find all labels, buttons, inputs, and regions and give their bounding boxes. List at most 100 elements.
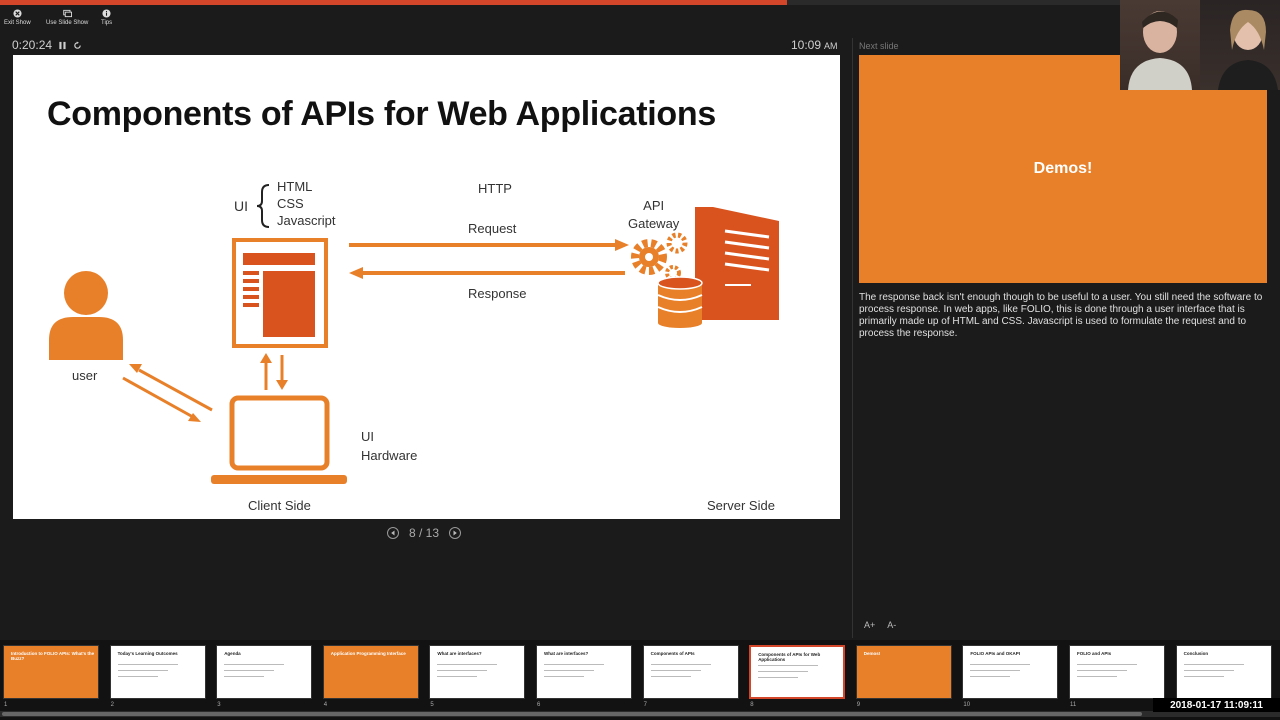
css-label: CSS <box>277 196 304 211</box>
webcam-video <box>1120 0 1280 90</box>
chevron-right-icon <box>453 530 457 536</box>
thumbnail-text-line <box>117 670 168 671</box>
thumbnail-number: 6 <box>537 702 541 708</box>
thumbnail-text-line <box>224 664 285 665</box>
thumbnail-number: 11 <box>1070 702 1077 708</box>
thumbnail-title: Demos! <box>863 651 881 656</box>
thumbnail-text-line <box>758 671 809 672</box>
user-label: user <box>72 368 98 383</box>
presentation-progress-track <box>0 0 1280 5</box>
thumbnail-text-line <box>1183 670 1234 671</box>
thumbnail-title: Conclusion <box>1183 651 1209 656</box>
pause-icon[interactable] <box>58 41 67 50</box>
close-icon <box>13 9 22 18</box>
slide-thumbnail[interactable]: Components of APIs <box>642 645 739 699</box>
thumbnail-text-line <box>970 670 1021 671</box>
elapsed-time: 0:20:24 <box>12 38 53 52</box>
presenter-video-1 <box>1120 0 1200 90</box>
thumbnail-scrollbar-thumb[interactable] <box>2 712 1142 716</box>
restart-icon[interactable] <box>73 41 82 50</box>
next-slide-label: Next slide <box>859 41 899 51</box>
thumbnail-text-line <box>437 676 478 677</box>
presentation-progress-fill <box>0 0 788 5</box>
ui-label: UI <box>234 198 248 214</box>
thumbnail-text-line <box>970 676 1011 677</box>
current-slide[interactable]: Components of APIs for Web Applications <box>13 55 840 519</box>
thumbnail-number: 1 <box>4 702 8 708</box>
info-icon <box>102 9 111 18</box>
request-arrow <box>349 239 629 251</box>
exit-show-button[interactable]: Exit Show <box>4 9 31 26</box>
slide-thumbnail[interactable]: Introduction to FOLIO APIs: What's the B… <box>3 645 99 699</box>
slide-thumbnail[interactable]: Today's Learning Outcomes <box>109 645 206 699</box>
thumbnail-strip <box>0 640 1280 720</box>
increase-font-button[interactable]: A+ <box>864 620 876 630</box>
response-label: Response <box>468 286 527 301</box>
thumbnail-number: 10 <box>963 702 971 708</box>
slide-counter: 8 / 13 <box>409 526 440 540</box>
tips-button[interactable]: Tips <box>101 9 112 26</box>
thumbnail-text-line <box>758 665 819 666</box>
thumbnail-number: 5 <box>430 702 434 708</box>
use-slide-show-button[interactable]: Use Slide Show <box>46 9 88 26</box>
thumbnail-text-line <box>1077 670 1127 671</box>
thumbnail-title: Introduction to FOLIO APIs: What's the B… <box>11 651 95 661</box>
thumbnail-text-line <box>650 664 711 665</box>
javascript-label: Javascript <box>277 213 336 228</box>
thumbnail-text-line <box>117 676 158 677</box>
client-side-label: Client Side <box>248 498 311 513</box>
slide-thumbnail[interactable]: Conclusion <box>1175 645 1272 699</box>
user-laptop-arrows <box>122 364 213 422</box>
api-gateway-label: API Gateway <box>628 198 680 231</box>
decrease-font-button[interactable]: A- <box>887 620 897 630</box>
use-slide-show-label: Use Slide Show <box>46 20 89 26</box>
thumbnail-text-line <box>1183 664 1244 665</box>
web-page-icon <box>232 238 328 348</box>
thumbnail-title: What are interfaces? <box>437 651 482 656</box>
previous-slide-button[interactable] <box>387 527 399 539</box>
font-size-controls: A+ A- <box>864 620 896 630</box>
next-slide-preview[interactable]: Demos! <box>859 55 1267 283</box>
slide-thumbnail[interactable]: What are interfaces? <box>536 645 632 699</box>
thumbnail-text-line <box>544 664 604 665</box>
gear-icon <box>631 232 688 281</box>
slide-thumbnail[interactable]: What are interfaces? <box>429 645 526 699</box>
thumbnail-text-line <box>224 670 275 671</box>
thumbnail-text-line <box>650 670 701 671</box>
thumbnail-number: 7 <box>643 702 647 708</box>
slide-thumbnail[interactable]: Application Programming Interface <box>322 645 419 699</box>
thumbnail-number: 3 <box>217 702 221 708</box>
server-icon <box>695 207 779 320</box>
thumbnail-text-line <box>117 664 178 665</box>
thumbnail-title: FOLIO and APIs <box>1077 651 1112 656</box>
response-arrow <box>349 267 625 279</box>
thumbnail-number: 2 <box>110 702 114 708</box>
slide-thumbnail[interactable]: Agenda <box>216 645 313 699</box>
thumbnail-text-line <box>544 676 584 677</box>
thumbnail-number: 9 <box>856 702 861 708</box>
presenter-silhouette-1 <box>1128 11 1192 90</box>
thumbnail-text-line <box>1077 664 1137 665</box>
thumbnail-title: What are interfaces? <box>544 651 589 656</box>
thumbnail-number: 4 <box>323 702 328 708</box>
thumbnail-number: 8 <box>750 702 754 708</box>
slideshow-icon <box>62 9 72 18</box>
thumbnail-text-line <box>970 664 1031 665</box>
thumbnail-text-line <box>224 676 265 677</box>
thumbnail-title: Today's Learning Outcomes <box>117 651 178 656</box>
thumbnail-text-line <box>437 670 488 671</box>
next-slide-button[interactable] <box>449 527 462 539</box>
thumbnail-text-line <box>437 664 498 665</box>
thumbnail-text-line <box>758 677 799 678</box>
slide-thumbnail[interactable]: Components of APIs for Web Applications <box>749 645 846 699</box>
thumbnail-scrollbar[interactable] <box>0 711 1280 717</box>
slide-thumbnail[interactable]: Demos! <box>855 645 952 699</box>
slide-thumbnail[interactable]: FOLIO APIs and OKAPI <box>962 645 1059 699</box>
panel-divider <box>852 38 853 638</box>
thumbnail-title: Agenda <box>224 651 241 656</box>
request-label: Request <box>468 221 517 236</box>
http-label: HTTP <box>478 181 512 196</box>
slide-thumbnail[interactable]: FOLIO and APIs <box>1069 645 1165 699</box>
thumbnail-text-line <box>1077 676 1117 677</box>
